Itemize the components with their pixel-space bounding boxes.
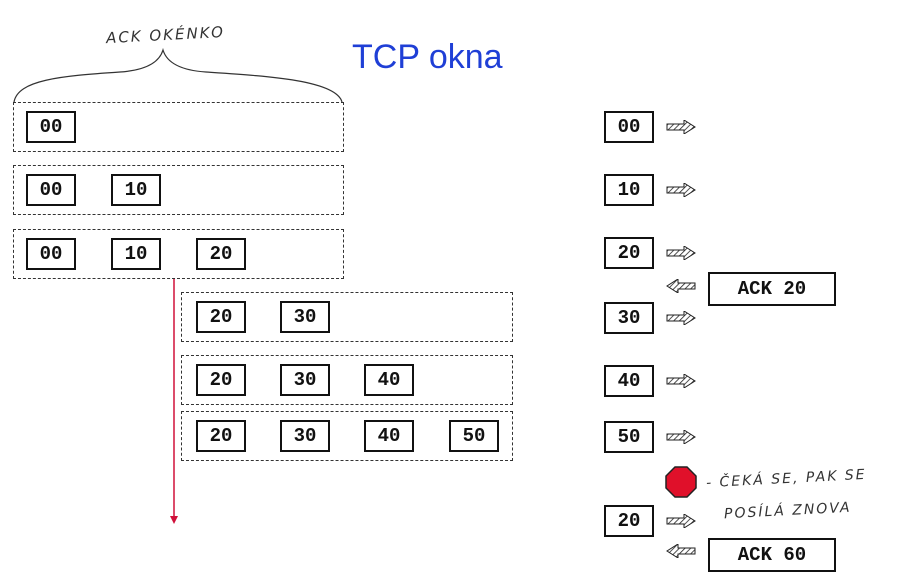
- send-arrow-icon: [666, 246, 696, 260]
- send-arrow-icon: [666, 183, 696, 197]
- segment-box: 20: [196, 420, 246, 452]
- ack-box: ACK 60: [708, 538, 836, 572]
- segment-box: 30: [280, 420, 330, 452]
- segment-box: 10: [111, 174, 161, 206]
- window-row-5: 20 30 40: [181, 355, 513, 405]
- ack-arrow-icon: [666, 544, 696, 558]
- segment-box: 20: [196, 364, 246, 396]
- sent-segment: 50: [604, 421, 654, 453]
- send-arrow-icon: [666, 120, 696, 134]
- timeline-arrowhead: [170, 516, 178, 524]
- segment-box: 30: [280, 301, 330, 333]
- segment-box: 20: [196, 238, 246, 270]
- window-row-2: 00 10: [13, 165, 344, 215]
- sent-segment: 20: [604, 505, 654, 537]
- page-title: TCP okna: [352, 38, 503, 76]
- window-row-1: 00: [13, 102, 344, 152]
- sent-segment: 20: [604, 237, 654, 269]
- sent-segment: 30: [604, 302, 654, 334]
- stop-sign-icon: [665, 466, 697, 498]
- segment-box: 00: [26, 174, 76, 206]
- segment-box: 40: [364, 420, 414, 452]
- ack-arrow-icon: [666, 279, 696, 293]
- segment-box: 30: [280, 364, 330, 396]
- segment-box: 50: [449, 420, 499, 452]
- send-arrow-icon: [666, 430, 696, 444]
- window-row-4: 20 30: [181, 292, 513, 342]
- segment-box: 00: [26, 111, 76, 143]
- send-arrow-icon: [666, 311, 696, 325]
- segment-box: 20: [196, 301, 246, 333]
- segment-box: 40: [364, 364, 414, 396]
- window-row-6: 20 30 40 50: [181, 411, 513, 461]
- sent-segment: 10: [604, 174, 654, 206]
- window-row-3: 00 10 20: [13, 229, 344, 279]
- ack-box: ACK 20: [708, 272, 836, 306]
- window-brace: [13, 47, 343, 103]
- sent-segment: 40: [604, 365, 654, 397]
- segment-box: 10: [111, 238, 161, 270]
- sent-segment: 00: [604, 111, 654, 143]
- send-arrow-icon: [666, 514, 696, 528]
- send-arrow-icon: [666, 374, 696, 388]
- segment-box: 00: [26, 238, 76, 270]
